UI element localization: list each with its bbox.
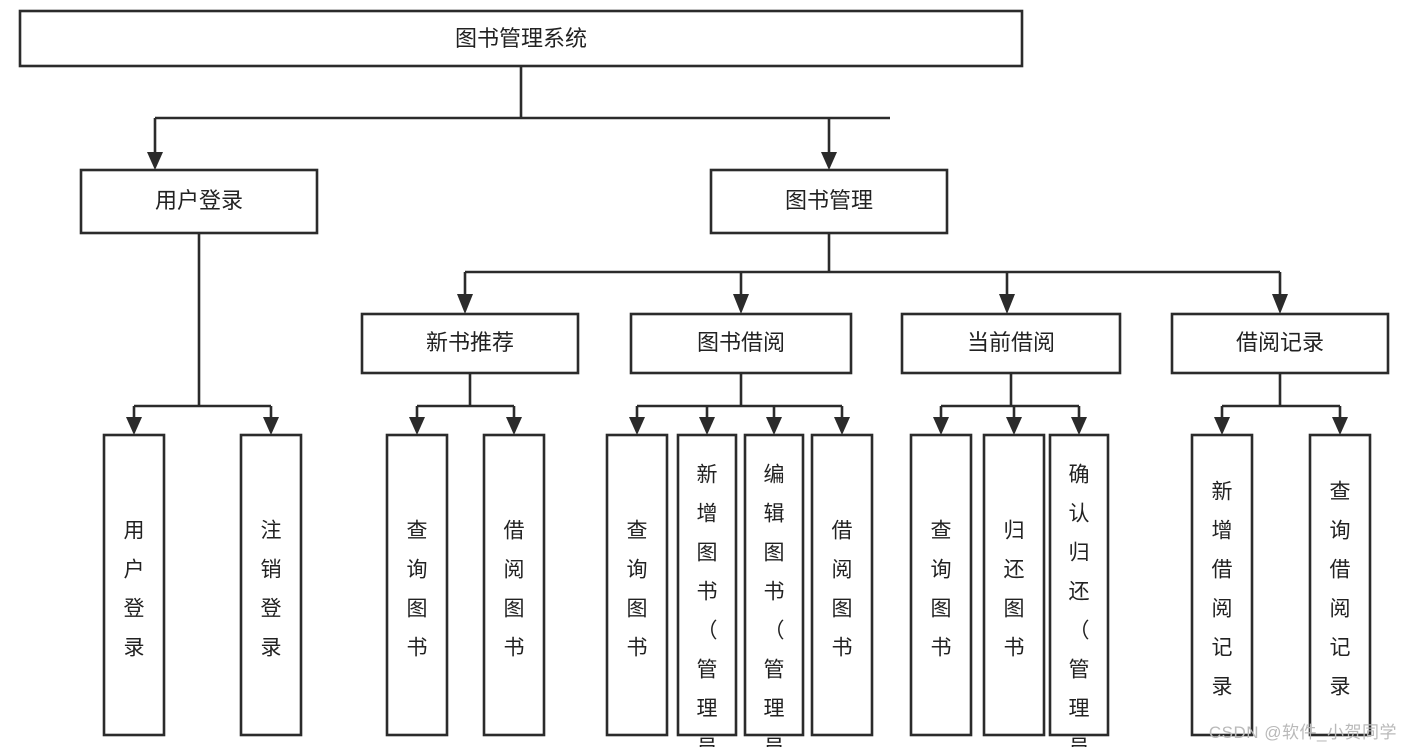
node-book-borrow[interactable]: 图书借阅: [629, 312, 853, 375]
node-leaf-borrow-book-bw-box[interactable]: [810, 433, 874, 737]
node-leaf-borrow-book-rec[interactable]: 借阅图书: [482, 433, 546, 737]
node-current-borrow[interactable]: 当前借阅: [900, 312, 1122, 375]
node-leaf-query-record-label: 查询借阅记录: [1330, 480, 1351, 698]
node-leaf-query-record-box[interactable]: [1308, 433, 1372, 737]
node-leaf-user-login-box[interactable]: [102, 433, 166, 737]
node-leaf-borrow-book-rec-label: 借阅图书: [504, 519, 525, 659]
node-user-login[interactable]: 用户登录: [79, 168, 319, 235]
arrow-bm-to-borrow: [733, 294, 749, 314]
node-new-book-recommend-label: 新书推荐: [426, 330, 514, 355]
node-leaf-user-login-label: 用户登录: [124, 519, 145, 659]
node-leaf-return-book-label: 归还图书: [1004, 519, 1025, 659]
arrow-root-to-user-login: [147, 152, 163, 170]
node-borrow-record-label: 借阅记录: [1236, 330, 1324, 355]
node-leaf-edit-book[interactable]: 编辑图书（管理员）: [743, 433, 805, 747]
arrow-bm-to-current: [999, 294, 1015, 314]
node-leaf-query-book-bw-box[interactable]: [605, 433, 669, 737]
connector-layer: [126, 66, 1348, 435]
arrow-borrow-to-leaf3: [766, 417, 782, 435]
arrow-user-login-to-leaf1: [126, 417, 142, 435]
node-current-borrow-label: 当前借阅: [967, 330, 1055, 355]
leaf-node-layer: 用户登录 注销登录 查询图书 借阅图书 查询图书 新增图书（管理员） 编辑图书（管理员） 借阅…: [102, 433, 1372, 747]
node-leaf-add-record-box[interactable]: [1190, 433, 1254, 737]
node-book-manage-box[interactable]: [709, 168, 949, 235]
node-book-manage[interactable]: 图书管理: [709, 168, 949, 235]
arrow-record-to-leaf2: [1332, 417, 1348, 435]
node-leaf-confirm-return-label: 确认归还（管理员）: [1069, 463, 1090, 747]
node-leaf-borrow-book-bw-label: 借阅图书: [832, 519, 853, 659]
node-leaf-query-record[interactable]: 查询借阅记录: [1308, 433, 1372, 737]
node-leaf-add-book-label: 新增图书（管理员）: [697, 463, 718, 747]
node-leaf-confirm-return-box[interactable]: [1048, 433, 1110, 737]
node-leaf-confirm-return[interactable]: 确认归还（管理员）: [1048, 433, 1110, 747]
node-borrow-record-box[interactable]: [1170, 312, 1390, 375]
arrow-borrow-to-leaf1: [629, 417, 645, 435]
arrow-current-to-leaf3: [1071, 417, 1087, 435]
arrow-current-to-leaf2: [1006, 417, 1022, 435]
arrow-bm-to-newbook: [457, 294, 473, 314]
arrow-root-to-book-manage: [821, 152, 837, 170]
arrow-borrow-to-leaf2: [699, 417, 715, 435]
arrow-current-to-leaf1: [933, 417, 949, 435]
node-root[interactable]: 图书管理系统: [18, 9, 1024, 68]
node-leaf-borrow-book-rec-box[interactable]: [482, 433, 546, 737]
node-leaf-query-book-rec-box[interactable]: [385, 433, 449, 737]
node-leaf-query-book-cur-label: 查询图书: [931, 519, 952, 659]
node-leaf-return-book-box[interactable]: [982, 433, 1046, 737]
node-leaf-add-record[interactable]: 新增借阅记录: [1190, 433, 1254, 737]
node-new-book-recommend-box[interactable]: [360, 312, 580, 375]
node-leaf-query-book-cur-box[interactable]: [909, 433, 973, 737]
node-leaf-query-book-bw-label: 查询图书: [627, 519, 648, 659]
node-borrow-record[interactable]: 借阅记录: [1170, 312, 1390, 375]
arrow-newbook-to-leaf2: [506, 417, 522, 435]
node-leaf-query-book-cur[interactable]: 查询图书: [909, 433, 973, 737]
node-book-borrow-box[interactable]: [629, 312, 853, 375]
node-current-borrow-box[interactable]: [900, 312, 1122, 375]
arrow-newbook-to-leaf1: [409, 417, 425, 435]
node-new-book-recommend[interactable]: 新书推荐: [360, 312, 580, 375]
node-leaf-logout[interactable]: 注销登录: [239, 433, 303, 737]
node-leaf-add-record-label: 新增借阅记录: [1212, 480, 1233, 698]
node-leaf-add-book-box[interactable]: [676, 433, 738, 737]
node-root-box[interactable]: [18, 9, 1024, 68]
node-leaf-query-book-rec-label: 查询图书: [407, 519, 428, 659]
node-leaf-logout-label: 注销登录: [261, 519, 282, 659]
arrow-bm-to-record: [1272, 294, 1288, 314]
arrow-user-login-to-leaf2: [263, 417, 279, 435]
node-leaf-query-book-bw[interactable]: 查询图书: [605, 433, 669, 737]
node-leaf-user-login[interactable]: 用户登录: [102, 433, 166, 737]
node-user-login-box[interactable]: [79, 168, 319, 235]
node-leaf-add-book[interactable]: 新增图书（管理员）: [676, 433, 738, 747]
node-user-login-label: 用户登录: [155, 188, 243, 213]
node-leaf-borrow-book-bw[interactable]: 借阅图书: [810, 433, 874, 737]
node-leaf-return-book[interactable]: 归还图书: [982, 433, 1046, 737]
node-leaf-edit-book-label: 编辑图书（管理员）: [764, 463, 785, 747]
node-leaf-edit-book-box[interactable]: [743, 433, 805, 737]
node-book-borrow-label: 图书借阅: [697, 330, 785, 355]
node-leaf-logout-box[interactable]: [239, 433, 303, 737]
node-book-manage-label: 图书管理: [785, 188, 873, 213]
arrow-record-to-leaf1: [1214, 417, 1230, 435]
arrow-borrow-to-leaf4: [834, 417, 850, 435]
node-root-label: 图书管理系统: [455, 26, 587, 51]
node-leaf-query-book-rec[interactable]: 查询图书: [385, 433, 449, 737]
